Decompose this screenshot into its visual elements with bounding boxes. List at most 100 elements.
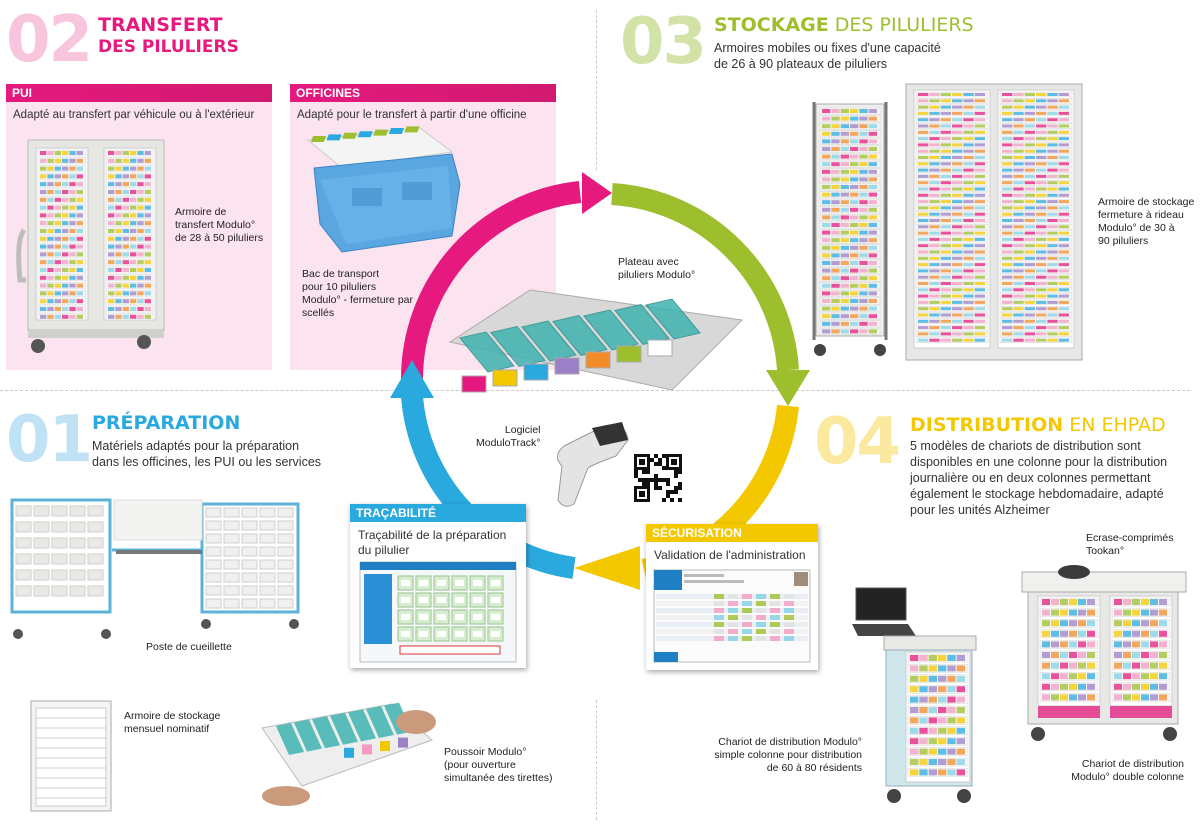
cap-line: Modulo° double colonne (1071, 771, 1184, 783)
caption-logiciel: Logiciel ModuloTrack° (476, 424, 541, 450)
title-strong: DISTRIBUTION (910, 414, 1064, 436)
cap-line: de 60 à 80 résidents (766, 762, 862, 774)
cap-line: Ecrase-comprimés (1086, 532, 1174, 544)
cap-line: Modulo° de 30 à (1098, 222, 1175, 234)
tracabilite-screenshot (359, 561, 517, 663)
cap-line: (pour ouverture (444, 759, 516, 771)
cap-line: de 28 à 50 piluliers (175, 232, 264, 244)
section-title-distribution: DISTRIBUTION EN EHPAD (910, 414, 1166, 436)
picking-station-image (10, 498, 300, 639)
securisation-screenshot (653, 569, 811, 663)
cap-line: Logiciel (504, 424, 541, 436)
caption-plateau: Plateau avec piluliers Modulo° (618, 256, 695, 282)
double-column-cart-image (1021, 565, 1187, 741)
arrow-head-magenta (582, 172, 612, 214)
single-column-cart-image (883, 635, 977, 803)
desc-line: également le stockage hebdomadaire, adap… (910, 487, 1164, 501)
cap-line: ModuloTrack° (476, 437, 541, 449)
desc-line: Matériels adaptés pour la préparation (92, 439, 300, 453)
panel-officines-desc: Adapté pour le transfert à partir d'une … (297, 109, 527, 121)
arrow-head-yellow (574, 546, 640, 590)
arrow-head-blue (390, 360, 434, 398)
laptop-icon (852, 587, 916, 636)
ring-arc-magenta (400, 181, 582, 381)
caption-bac-transport: Bac de transport pour 10 piluliers Modul… (302, 268, 413, 320)
card-tracabilite: TRAÇABILITÉ Traçabilité de la préparatio… (350, 504, 526, 668)
section-desc-preparation: Matériels adaptés pour la préparation da… (92, 438, 321, 470)
transport-box-image (306, 126, 461, 253)
caption-poste-cueillette: Poste de cueillette (146, 641, 232, 653)
cap-line: fermeture à rideau (1098, 209, 1184, 221)
caption-chariot-double: Chariot de distribution Modulo° double c… (1066, 758, 1184, 784)
caption-armoire-stockage: Armoire de stockage fermeture à rideau M… (1098, 196, 1194, 248)
caption-poussoir: Poussoir Modulo° (pour ouverture simulta… (444, 746, 553, 785)
panel-pui-desc: Adapté au transfert par véhicule ou à l'… (13, 109, 255, 121)
divider-horizontal (0, 390, 1190, 391)
cap-line: Chariot de distribution (1081, 758, 1184, 770)
cap-line: piluliers Modulo° (618, 269, 696, 281)
divider-vertical-bottom (596, 700, 597, 820)
card-securisation: SÉCURISATION Validation de l'administrat… (646, 524, 818, 670)
desc-line: disponibles en une colonne pour la distr… (910, 455, 1168, 469)
cap-line: scellés (302, 307, 335, 319)
section-number-01: 01 (6, 403, 93, 477)
caption-chariot-simple: Chariot de distribution Modulo° simple c… (712, 736, 862, 775)
ring-arc-green (611, 183, 799, 371)
card-line: Traçabilité de la préparation (358, 528, 507, 542)
desc-line: 5 modèles de chariots de distribution so… (910, 439, 1141, 453)
card-line: du pilulier (358, 543, 410, 557)
title-line2: DES PILULIERS (98, 37, 239, 57)
storage-cabinet-wide-image (905, 83, 1083, 361)
pusher-tool-image (261, 702, 436, 806)
cap-line: transfert Modulo° (175, 219, 256, 231)
divider-vertical-top (596, 10, 597, 170)
title-strong: STOCKAGE (714, 14, 829, 36)
transfer-cabinet-image (16, 139, 165, 353)
section-number-03: 03 (620, 5, 707, 79)
caption-armoire-mensuel: Armoire de stockage mensuel nominatif (124, 710, 220, 736)
card-text-securisation: Validation de l'administration (654, 548, 806, 562)
card-header-tracabilite: TRAÇABILITÉ (350, 504, 526, 522)
title-line1: TRANSFERT (98, 14, 223, 36)
cap-line: mensuel nominatif (124, 723, 210, 735)
section-title-stockage: STOCKAGE DES PILULIERS (714, 14, 974, 36)
pill-tray-image (448, 289, 744, 393)
section-title-transfert: TRANSFERT DES PILULIERS (98, 14, 239, 58)
cap-line: Tookan° (1086, 545, 1125, 557)
cap-line: Poussoir Modulo° (444, 746, 527, 758)
card-header-securisation: SÉCURISATION (646, 524, 818, 542)
section-desc-stockage: Armoires mobiles ou fixes d'une capacité… (714, 40, 941, 72)
section-desc-distribution: 5 modèles de chariots de distribution so… (910, 438, 1167, 518)
cap-line: Modulo° - fermeture par (302, 294, 413, 306)
section-title-preparation: PRÉPARATION (92, 412, 241, 434)
section-number-04: 04 (814, 405, 901, 479)
monthly-storage-cabinet-image (30, 700, 112, 812)
cap-line: Armoire de (175, 206, 227, 218)
cap-line: Armoire de stockage (1098, 196, 1195, 208)
cap-line: Chariot de distribution Modulo° (718, 736, 862, 748)
cap-line: Bac de transport (302, 268, 380, 280)
qr-code-icon (634, 454, 682, 502)
desc-line: pour les unités Alzheimer (910, 503, 1050, 517)
cap-line: Plateau avec (618, 256, 679, 268)
desc-line: Armoires mobiles ou fixes d'une capacité (714, 41, 941, 55)
desc-line: journalière ou en deux colonnes permetta… (910, 471, 1151, 485)
cap-line: pour 10 piluliers (302, 281, 377, 293)
tab-officines: OFFICINES (290, 84, 556, 102)
cap-line: 90 piluliers (1098, 235, 1149, 247)
cap-line: simple colonne pour distribution (714, 749, 862, 761)
section-number-02: 02 (6, 3, 93, 77)
caption-ecrase-comprimes: Ecrase-comprimés Tookan° (1086, 532, 1174, 558)
card-text-tracabilite: Traçabilité de la préparation du pilulie… (358, 528, 506, 558)
desc-line: dans les officines, les PUI ou les servi… (92, 455, 322, 469)
cap-line: simultanée des tirettes) (444, 772, 553, 784)
desc-line: de 26 à 90 plateaux de piluliers (714, 57, 888, 71)
cap-line: Armoire de stockage (124, 710, 221, 722)
storage-cabinet-narrow-image (812, 102, 888, 356)
title-lite: EN EHPAD (1063, 414, 1166, 436)
arrow-head-green (766, 370, 810, 406)
barcode-scanner-icon (557, 422, 629, 507)
caption-armoire-transfert: Armoire de transfert Modulo° de 28 à 50 … (175, 206, 263, 245)
title-lite: DES PILULIERS (828, 14, 974, 36)
tab-pui: PUI (6, 84, 272, 102)
